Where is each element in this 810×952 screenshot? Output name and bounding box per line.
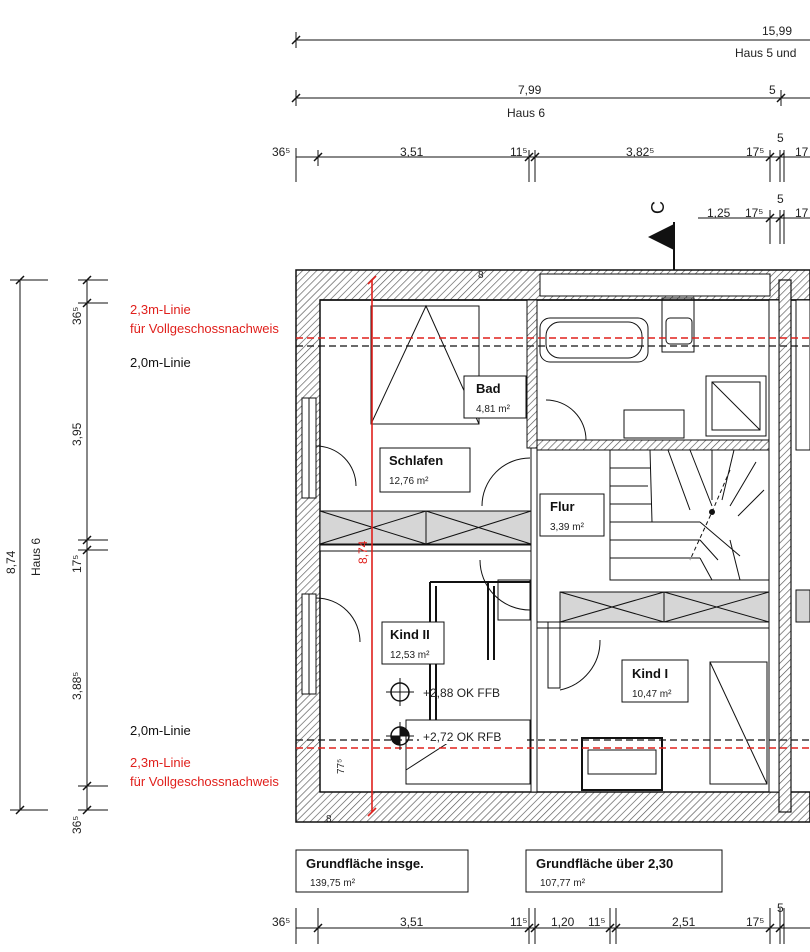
height-line-labels: 2,3m-Linie für Vollgeschossnachweis 2,0m… <box>130 302 347 789</box>
inner-height-value: 8,74 <box>356 540 370 564</box>
dim-row-top-2: 11⁵ <box>510 145 527 159</box>
windows <box>301 273 810 695</box>
room-kind1: Kind I 10,47 m² <box>621 659 689 703</box>
dim-bottom-1: 3,51 <box>400 915 424 929</box>
top-20-label: 2,0m-Linie <box>130 355 191 370</box>
stairs <box>609 449 770 581</box>
dim-bottom-7: 5 <box>777 901 784 915</box>
dim-bottom-5: 2,51 <box>672 915 696 929</box>
level-ffb: +2,88 OK FFB <box>423 686 500 700</box>
room-name-kind1: Kind I <box>632 666 668 681</box>
bathroom-fixtures <box>539 297 767 441</box>
room-name-flur: Flur <box>550 499 575 514</box>
summary-above-value: 107,77 m² <box>540 878 586 889</box>
dimension-top-total: 15,99 Haus 5 und <box>291 24 810 60</box>
room-bad: Bad 4,81 m² <box>463 375 527 419</box>
dim-total-label: Haus 5 und <box>735 46 796 60</box>
kind1-furniture <box>581 661 768 791</box>
dim-haus-value: 7,99 <box>518 83 542 97</box>
top-23-line1: 2,3m-Linie <box>130 302 191 317</box>
dim-haus-label: Haus 6 <box>507 106 545 120</box>
level-markers: +2,88 OK FFB +2,72 OK RFB <box>386 678 527 750</box>
dim-row-top-4: 17⁵ <box>746 145 764 159</box>
dim-row-top-5: 5 <box>777 131 784 145</box>
summary-above-230: Grundfläche über 2,30 107,77 m² <box>525 849 723 893</box>
dimension-row-bottom: 36⁵ 3,51 11⁵ 1,20 11⁵ 2,51 17⁵ 5 <box>272 901 810 944</box>
room-name-schlafen: Schlafen <box>389 453 443 468</box>
dim-left-seg-2: 17⁵ <box>70 555 84 573</box>
dim-left-total-value: 8,74 <box>4 550 18 574</box>
dimension-row-top: 36⁵ 3,51 11⁵ 3,82⁵ 17⁵ 5 17 <box>272 131 810 182</box>
dim-left-seg-1: 3,95 <box>70 422 84 446</box>
summary-total: Grundfläche insge. 139,75 m² <box>295 849 469 893</box>
dim-bottom-3: 1,20 <box>551 915 575 929</box>
dim-row-top-0: 36⁵ <box>272 145 290 159</box>
dim-stair-3: 17 <box>795 206 809 220</box>
room-name-bad: Bad <box>476 381 501 396</box>
wall-mark-bottom: 8 <box>326 814 332 825</box>
bottom-23-line2: für Vollgeschossnachweis <box>130 774 279 789</box>
top-23-line2: für Vollgeschossnachweis <box>130 321 279 336</box>
wardrobes <box>319 510 810 623</box>
room-area-schlafen: 12,76 m² <box>389 476 429 487</box>
bottom-23-line1: 2,3m-Linie <box>130 755 191 770</box>
bottom-20-label: 2,0m-Linie <box>130 723 191 738</box>
room-area-bad: 4,81 m² <box>476 404 511 415</box>
summary-total-title: Grundfläche insge. <box>306 856 424 871</box>
dim-left-seg-3: 3,88⁵ <box>70 672 84 700</box>
room-schlafen: Schlafen 12,76 m² <box>379 447 471 493</box>
section-marker: C <box>648 201 675 276</box>
dim-row-top-6: 17 <box>795 145 809 159</box>
dim-left-total-label: Haus 6 <box>29 538 43 576</box>
dim-left-seg-0: 36⁵ <box>70 307 84 325</box>
wall-mark-775: 77⁵ <box>336 759 347 774</box>
section-letter: C <box>648 201 668 214</box>
dim-total-value: 15,99 <box>762 24 792 38</box>
dim-bottom-6: 17⁵ <box>746 915 764 929</box>
dim-left-seg-4: 36⁵ <box>70 816 84 834</box>
room-area-kind2: 12,53 m² <box>390 650 430 661</box>
dim-bottom-4: 11⁵ <box>588 915 605 929</box>
walls: 8 8 <box>295 269 810 825</box>
dim-stair-0: 5 <box>777 192 784 206</box>
dim-stair-1: 1,25 <box>707 206 731 220</box>
dimension-top-haus: 7,99 Haus 6 5 <box>291 83 810 120</box>
room-area-kind1: 10,47 m² <box>632 689 672 700</box>
room-area-flur: 3,39 m² <box>550 522 585 533</box>
dim-bottom-2: 11⁵ <box>510 915 527 929</box>
room-flur: Flur 3,39 m² <box>539 493 605 537</box>
dimension-left-total: 8,74 Haus 6 <box>4 275 48 815</box>
dim-bottom-0: 36⁵ <box>272 915 290 929</box>
room-kind2: Kind II 12,53 m² <box>381 621 445 665</box>
dim-haus-right: 5 <box>769 83 776 97</box>
dim-row-top-1: 3,51 <box>400 145 424 159</box>
dim-row-top-3: 3,82⁵ <box>626 145 654 159</box>
summary-above-title: Grundfläche über 2,30 <box>536 856 673 871</box>
height-lines: 8,74 <box>296 275 810 817</box>
room-name-kind2: Kind II <box>390 627 430 642</box>
dim-stair-2: 17⁵ <box>745 206 763 220</box>
bed-schlafen <box>370 304 480 425</box>
wall-mark-top: 8 <box>478 270 484 281</box>
summary-total-value: 139,75 m² <box>310 878 356 889</box>
dimension-left-segments: 36⁵ 3,95 17⁵ 3,88⁵ 36⁵ <box>70 275 108 834</box>
dimension-row-stair: 5 1,25 17⁵ 17 <box>698 192 810 244</box>
level-rfb: +2,72 OK RFB <box>423 730 501 744</box>
